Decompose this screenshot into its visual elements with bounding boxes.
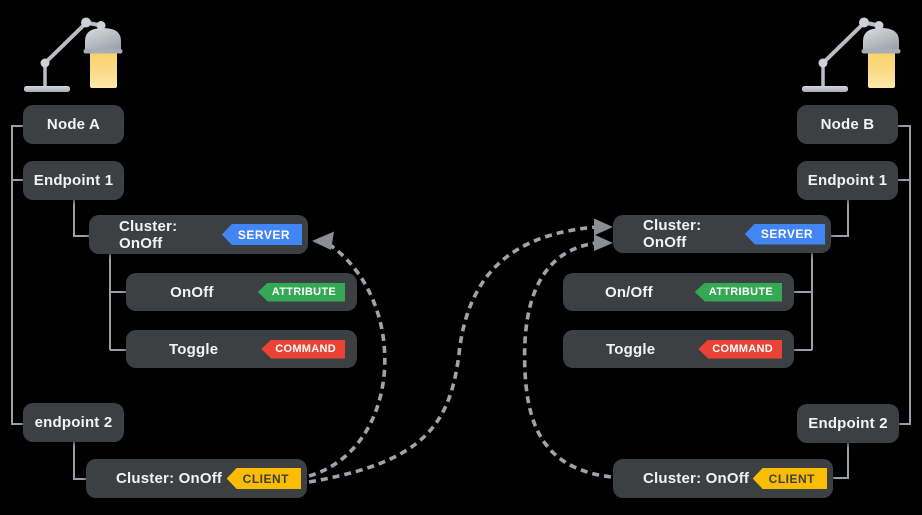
command-badge: COMMAND: [698, 339, 782, 359]
node-b-command-box: Toggle COMMAND: [563, 330, 794, 368]
node-a-label: Node A: [46, 116, 101, 133]
node-b-endpoint-2-label: Endpoint 2: [808, 415, 888, 432]
node-b-endpoint-1-label: Endpoint 1: [807, 172, 888, 189]
arrow-clientB-to-serverB: [522, 241, 612, 479]
tree-connectors-node-b: [794, 125, 911, 479]
arrow-heads: [312, 218, 613, 251]
attribute-badge: ATTRIBUTE: [257, 282, 345, 302]
command-badge: COMMAND: [261, 339, 345, 359]
node-a-command-box: Toggle COMMAND: [126, 330, 357, 368]
arrowhead-into-server-b-upper: [594, 218, 613, 236]
node-a-box: Node A: [23, 105, 124, 144]
arrow-clientA-to-serverA: [308, 243, 387, 478]
node-b-cluster-client-box: Cluster: OnOff CLIENT: [613, 459, 833, 498]
node-a-command-label: Toggle: [168, 340, 219, 358]
client-badge: CLIENT: [752, 468, 827, 489]
node-a-cluster-client-box: Cluster: OnOff CLIENT: [86, 459, 307, 498]
client-badge: CLIENT: [226, 468, 301, 489]
arrow-clientA-to-serverB: [308, 225, 597, 484]
node-a-attribute-box: OnOff ATTRIBUTE: [126, 273, 357, 311]
node-a-attribute-label: OnOff: [170, 283, 214, 301]
node-b-cluster-server-box: Cluster: OnOff SERVER: [613, 215, 831, 253]
server-badge: SERVER: [221, 224, 302, 245]
arrowhead-into-server-a: [312, 231, 334, 250]
node-b-endpoint-2-box: Endpoint 2: [797, 404, 899, 443]
node-a-cluster-server-box: Cluster: OnOff SERVER: [89, 215, 308, 254]
node-a-endpoint-1-box: Endpoint 1: [23, 161, 124, 200]
node-b-cluster-client-label: Cluster: OnOff: [643, 470, 750, 487]
node-b-command-label: Toggle: [605, 340, 656, 358]
node-a-endpoint-2-box: endpoint 2: [23, 403, 124, 442]
node-b-box: Node B: [797, 105, 898, 144]
node-b-label: Node B: [820, 116, 875, 133]
node-b-endpoint-1-box: Endpoint 1: [797, 161, 898, 200]
node-b-attribute-box: On/Off ATTRIBUTE: [563, 273, 794, 311]
attribute-badge: ATTRIBUTE: [694, 282, 782, 302]
desk-lamp-icon-right: [800, 15, 903, 94]
binding-arrows: [308, 225, 612, 484]
arrowhead-into-server-b-lower: [594, 234, 613, 251]
node-a-cluster-client-label: Cluster: OnOff: [116, 470, 223, 487]
node-b-attribute-label: On/Off: [604, 283, 653, 301]
node-a-endpoint-1-label: Endpoint 1: [33, 172, 114, 189]
desk-lamp-icon-left: [22, 15, 125, 94]
tree-connectors-node-a: [11, 125, 126, 480]
node-a-endpoint-2-label: endpoint 2: [34, 414, 113, 431]
server-badge: SERVER: [744, 223, 825, 245]
node-a-cluster-server-label: Cluster: OnOff: [119, 217, 178, 252]
node-b-cluster-server-label: Cluster: OnOff: [643, 217, 702, 251]
